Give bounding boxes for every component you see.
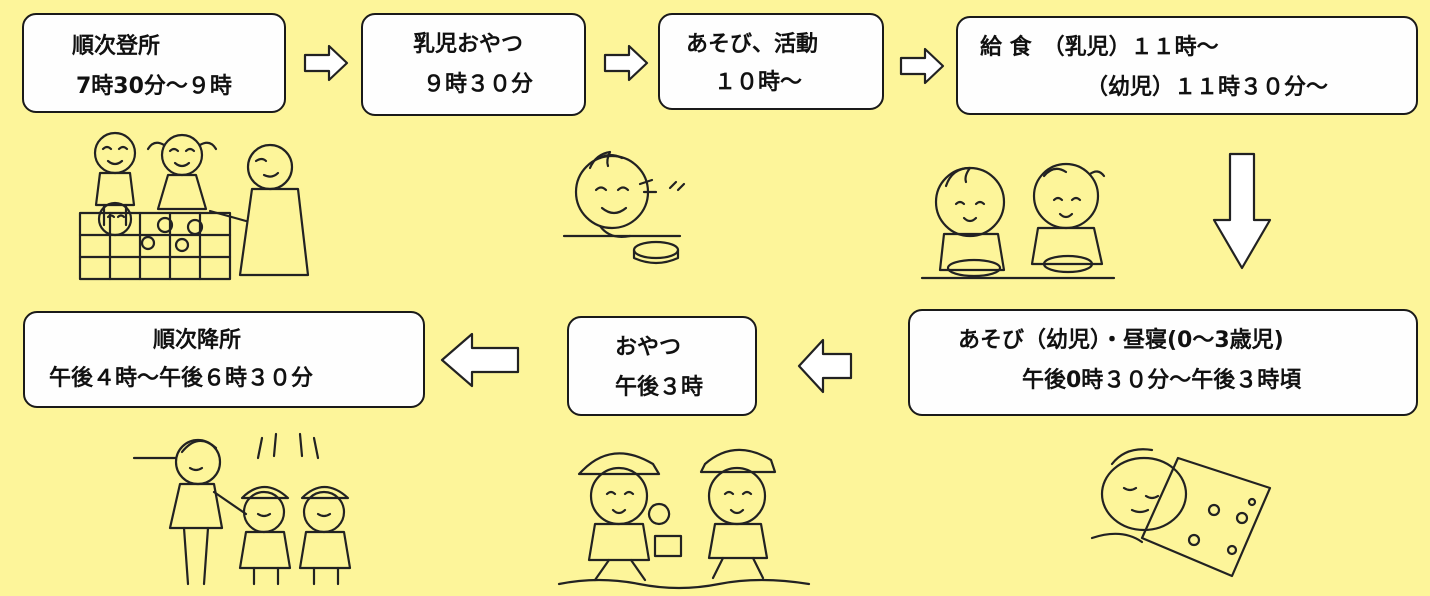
- step-nap: あそび（幼児）・昼寝(0～3歳児) 午後0時３０分～午後３時頃: [908, 309, 1418, 416]
- step-snack-time: 午後３時: [615, 375, 704, 400]
- child-sleeping-illustration: [1090, 448, 1272, 578]
- arrow-right-1-icon: [303, 44, 349, 82]
- children-playing-sand-illustration: [557, 448, 811, 590]
- step-play: あそび、活動 １０時～: [658, 13, 884, 110]
- toddler-eating-snack-illustration: [562, 150, 686, 265]
- step-lunch: 給 食 （乳児）１１時～ （幼児）１１時３０分～: [956, 16, 1418, 115]
- step-lunch-time-toddler: （幼児）１１時３０分～: [1086, 75, 1329, 100]
- step-snack-title: おやつ: [615, 335, 682, 360]
- children-teacher-flowers-illustration: [78, 131, 310, 281]
- arrow-right-2-icon: [603, 44, 649, 82]
- step-play-time: １０時～: [714, 70, 803, 95]
- step-arrival: 順次登所 7時30分～９時: [22, 13, 286, 113]
- step-nap-time: 午後0時３０分～午後３時頃: [1022, 368, 1302, 393]
- children-eating-lunch-illustration: [920, 162, 1116, 280]
- step-arrival-time: 7時30分～９時: [76, 74, 232, 99]
- step-snack-infant-time: ９時３０分: [423, 72, 534, 97]
- step-snack-infant-title: 乳児おやつ: [413, 32, 524, 57]
- step-snack: おやつ 午後３時: [567, 316, 757, 416]
- step-departure-time: 午後４時～午後６時３０分: [49, 366, 314, 391]
- mother-greeting-children-illustration: [132, 432, 352, 586]
- step-nap-title: あそび（幼児）・昼寝(0～3歳児): [958, 328, 1284, 353]
- arrow-left-2-icon: [440, 332, 520, 388]
- step-departure: 順次降所 午後４時～午後６時３０分: [23, 311, 425, 408]
- step-departure-title: 順次降所: [153, 328, 242, 353]
- arrow-right-3-icon: [899, 47, 945, 85]
- step-snack-infant: 乳児おやつ ９時３０分: [361, 13, 586, 116]
- arrow-down-icon: [1212, 152, 1272, 270]
- step-play-title: あそび、活動: [686, 32, 819, 57]
- arrow-left-1-icon: [797, 338, 853, 394]
- step-lunch-title: 給 食 （乳児）１１時～: [980, 35, 1219, 60]
- step-arrival-title: 順次登所: [72, 34, 161, 59]
